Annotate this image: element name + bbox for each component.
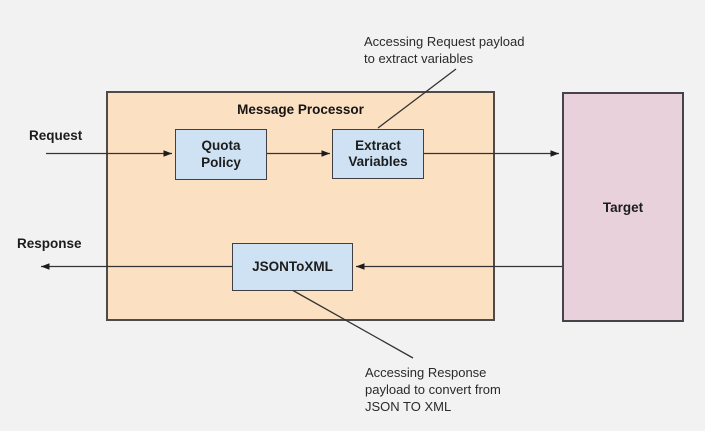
quota-policy-label-line1: Quota [201, 138, 241, 153]
extract-variables-label-line1: Extract [355, 137, 401, 153]
quota-policy-label-line2: Policy [201, 154, 241, 170]
request-annotation: Accessing Request payload to extract var… [364, 33, 524, 67]
response-annotation: Accessing Response payload to convert fr… [365, 364, 501, 415]
message-processor-title: Message Processor [237, 102, 364, 117]
target-label: Target [602, 199, 644, 215]
extract-variables-node: Extract Variables [332, 129, 424, 179]
request-annotation-line2: to extract variables [364, 51, 474, 66]
extract-variables-label-line2: Variables [348, 154, 408, 169]
request-label: Request [29, 128, 83, 143]
jsontoxml-label: JSONToXML [252, 258, 333, 274]
target-node: Target [562, 92, 684, 322]
response-label: Response [17, 236, 82, 251]
jsontoxml-node: JSONToXML [232, 243, 353, 291]
response-annotation-line2: payload to convert from [365, 382, 501, 397]
response-annotation-line3: JSON TO XML [365, 399, 452, 414]
quota-policy-node: Quota Policy [175, 129, 267, 180]
request-annotation-line1: Accessing Request payload [364, 34, 525, 49]
response-annotation-line1: Accessing Response [365, 365, 487, 380]
